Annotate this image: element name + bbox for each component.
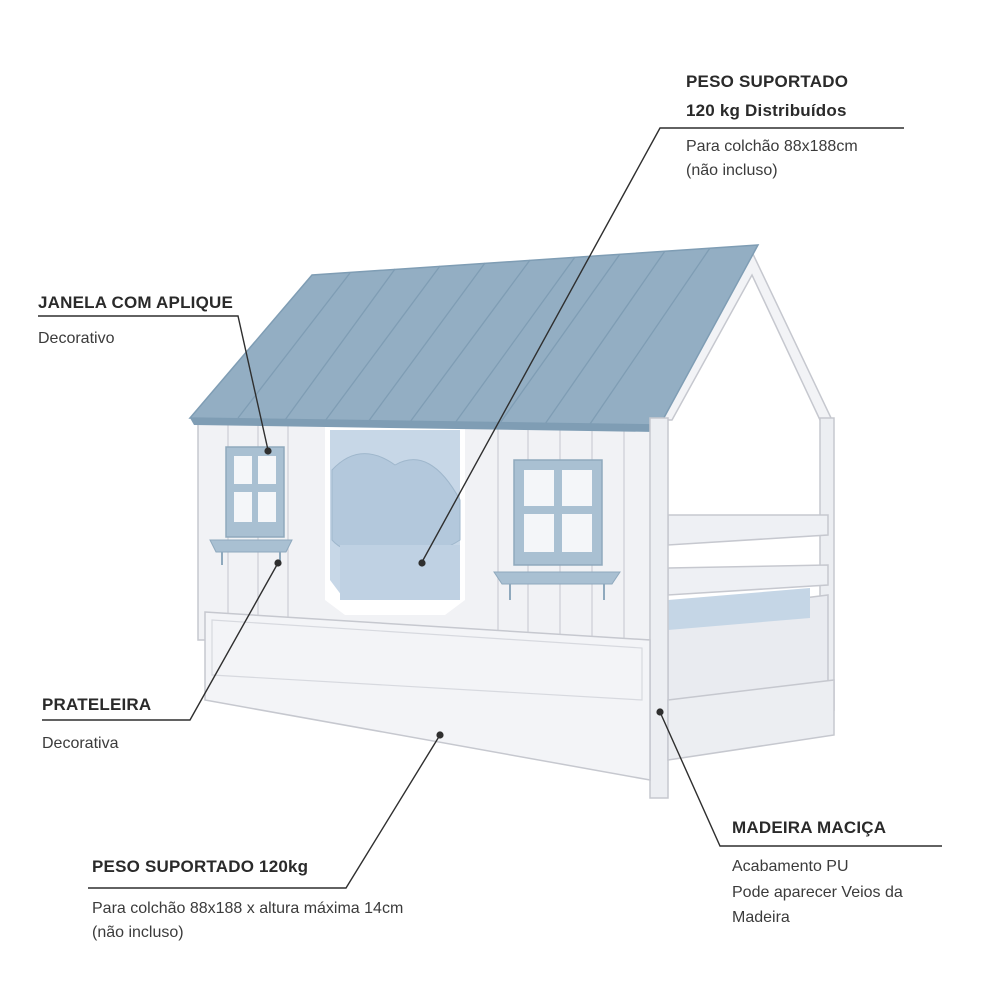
corner-post [649,417,669,799]
roof [188,244,760,432]
madeira-desc-line2: Pode aparecer Veios da [732,884,903,901]
trundle-drawer [204,611,835,781]
left-window [209,446,293,565]
prateleira-title: PRATELEIRA [42,695,152,714]
peso-bottom-desc-line1: Para colchão 88x188 x altura máxima 14cm [92,900,404,917]
janela-desc: Decorativo [38,330,115,347]
peso-bottom-desc-line2: (não incluso) [92,924,184,941]
madeira-title: MADEIRA MACIÇA [732,818,887,837]
peso-top-desc-line1: Para colchão 88x188cm [686,138,858,155]
peso-top-subtitle: 120 kg Distribuídos [686,101,847,120]
madeira-desc-line1: Acabamento PU [732,858,849,875]
peso-top-title: PESO SUPORTADO [686,72,849,91]
peso-top-desc-line2: (não incluso) [686,162,778,179]
leader-lines [38,127,942,889]
janela-title: JANELA COM APLIQUE [38,293,234,312]
madeira-desc-line3: Madeira [732,909,790,926]
leader-dots [264,447,664,739]
peso-bottom-title: PESO SUPORTADO 120kg [92,857,309,876]
prateleira-desc: Decorativa [42,735,119,752]
right-window [493,459,621,600]
